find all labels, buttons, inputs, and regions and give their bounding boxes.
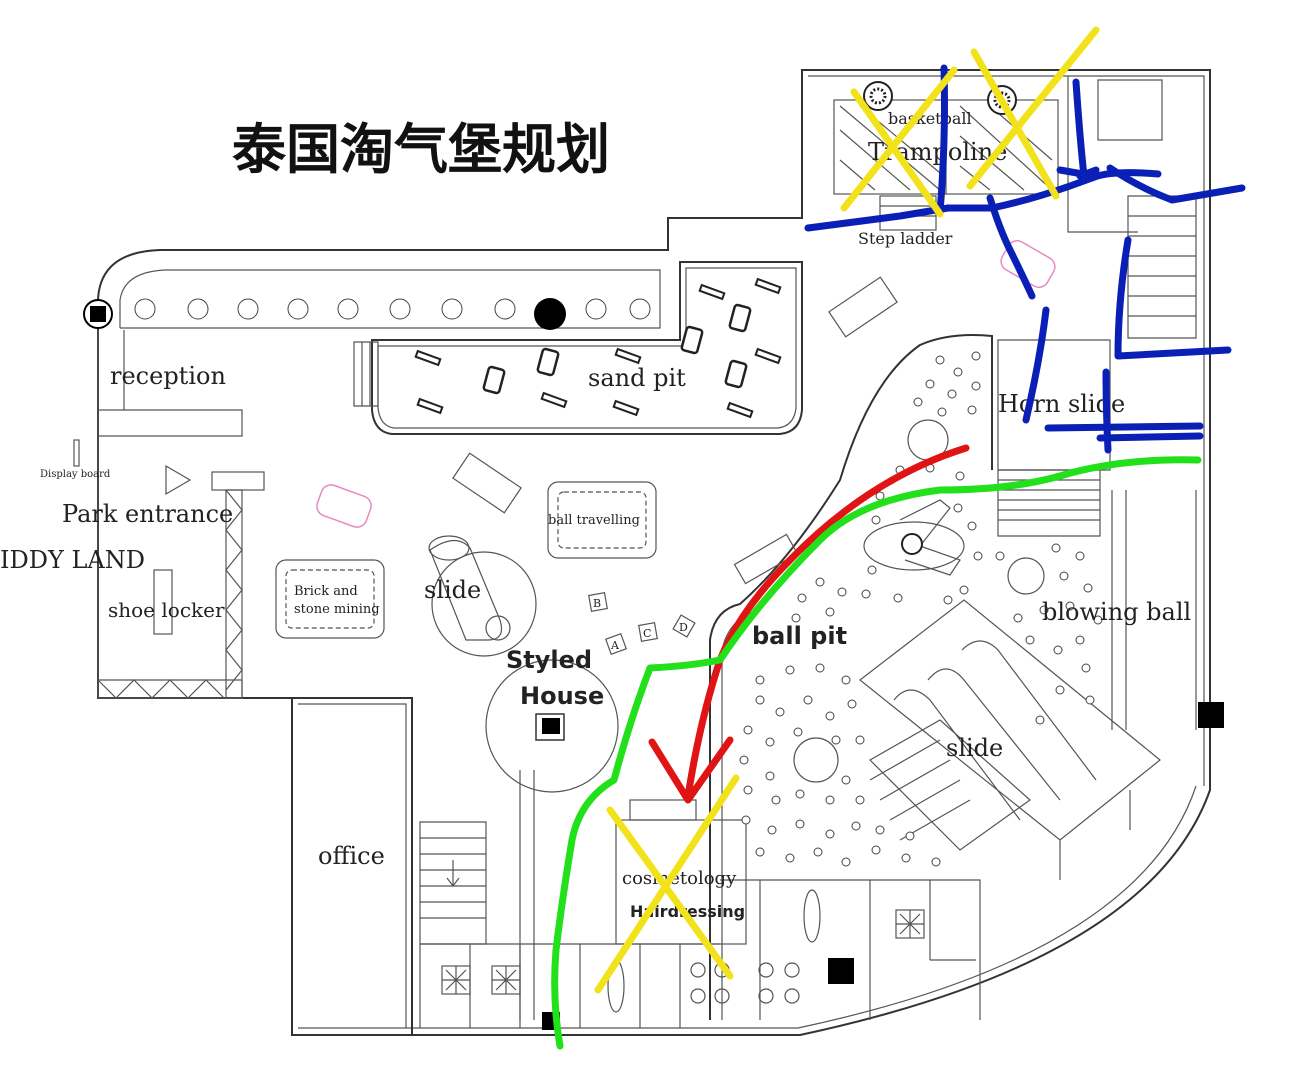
label-blowing-ball: blowing ball: [1042, 598, 1191, 626]
label-shoe-locker: shoe locker: [108, 598, 225, 622]
label-brick-line1: Brick and: [294, 584, 358, 599]
plan-labels: basketball Trampoline Step ladder recept…: [0, 109, 1191, 921]
label-cosmetology: cosmetology: [622, 868, 737, 889]
label-styled-line1: Styled: [506, 646, 592, 674]
label-basketball: basketball: [888, 109, 972, 128]
label-step-ladder: Step ladder: [858, 229, 953, 248]
label-slide-right: slide: [946, 734, 1003, 762]
label-slide-left: slide: [424, 576, 481, 604]
label-office: office: [318, 842, 385, 870]
label-ball-pit: ball pit: [752, 622, 847, 650]
sandpit-toys: [414, 277, 782, 419]
annotation-red-arrow: [648, 444, 970, 804]
plan-title: 泰国淘气堡规划: [232, 118, 610, 181]
label-brick-line2: stone mining: [294, 602, 380, 617]
label-kiddy-land: IDDY LAND: [0, 546, 145, 574]
structural-columns: [535, 702, 1224, 1030]
label-sand-pit: sand pit: [588, 364, 686, 392]
label-park-entrance: Park entrance: [62, 500, 233, 528]
label-block-d: D: [679, 621, 688, 634]
label-styled-line2: House: [520, 682, 604, 710]
label-block-b: B: [593, 597, 601, 610]
label-display-board: Display board: [40, 469, 111, 480]
corridor-circles: [83, 298, 651, 330]
annotation-yellow-crosses: [594, 26, 1100, 994]
label-block-c: C: [643, 627, 651, 640]
label-block-a: A: [610, 639, 620, 652]
feature-circles: [428, 419, 1045, 793]
outer-walls: [97, 69, 1211, 1036]
annotation-green-path: [551, 456, 1202, 1050]
label-ball-travelling: ball travelling: [548, 513, 640, 528]
label-reception: reception: [110, 362, 226, 390]
ball-pit-balls: [739, 351, 1103, 867]
